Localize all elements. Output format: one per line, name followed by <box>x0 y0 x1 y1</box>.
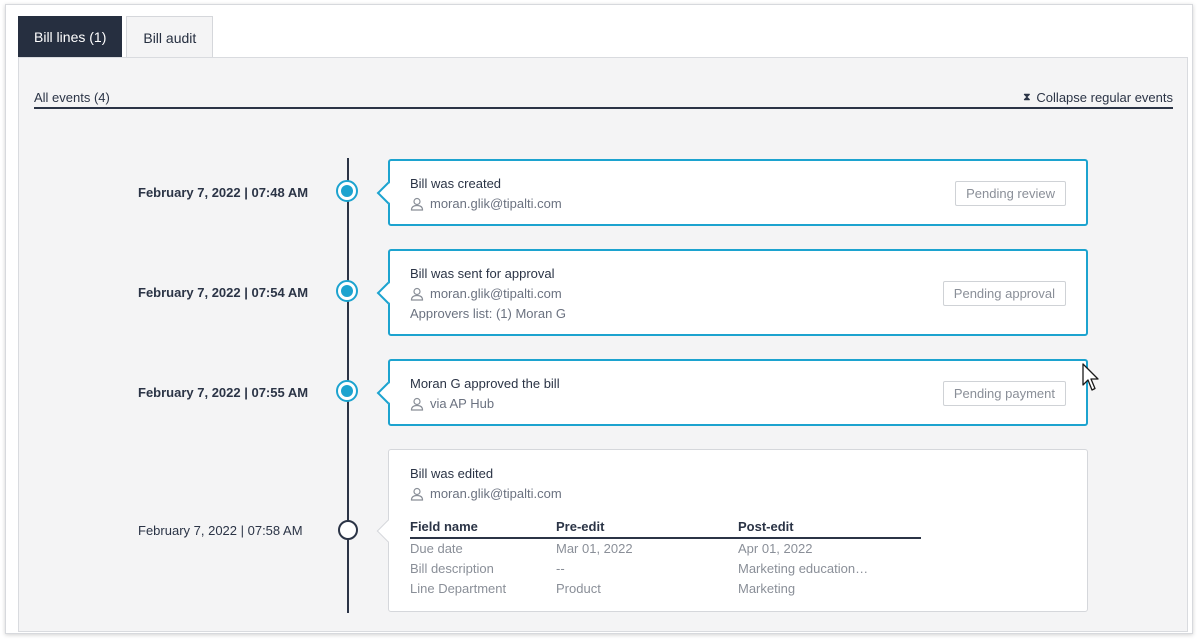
event-user-email: moran.glik@tipalti.com <box>430 196 562 211</box>
event-via: via AP Hub <box>430 396 495 411</box>
timeline-dot-inactive <box>338 520 358 540</box>
collapse-label: Collapse regular events <box>1036 90 1173 105</box>
table-row: Due date Mar 01, 2022 Apr 01, 2022 <box>410 539 921 559</box>
all-events-filter[interactable]: All events (4) <box>34 90 110 105</box>
status-badge: Pending payment <box>942 381 1066 406</box>
cell-post: Marketing education… <box>738 561 869 576</box>
event-user-email: moran.glik@tipalti.com <box>430 286 562 301</box>
event-user-email: moran.glik@tipalti.com <box>430 486 562 501</box>
table-header: Field name Pre-edit Post-edit <box>410 519 921 539</box>
user-icon <box>410 287 424 301</box>
mouse-cursor-icon <box>1082 363 1099 391</box>
event-date: February 7, 2022 | 07:54 AM <box>138 285 309 300</box>
timeline-dot-active <box>336 380 358 402</box>
table-row: Bill description -- Marketing education… <box>410 559 921 579</box>
event-title: Bill was edited <box>410 466 494 481</box>
table-row: Line Department Product Marketing <box>410 579 921 599</box>
event-card: Bill was edited moran.glik@tipalti.com F… <box>376 449 1088 612</box>
collapse-regular-events-button[interactable]: ⧗ Collapse regular events <box>1023 90 1173 105</box>
tab-bill-audit[interactable]: Bill audit <box>126 16 214 58</box>
user-icon <box>410 397 424 411</box>
approvers-list: Approvers list: (1) Moran G <box>410 306 567 321</box>
cell-pre: -- <box>556 561 565 576</box>
status-badge: Pending review <box>955 181 1066 206</box>
event-title: Bill was sent for approval <box>410 266 555 281</box>
header-post-edit: Post-edit <box>738 519 794 534</box>
event-date: February 7, 2022 | 07:48 AM <box>138 185 309 200</box>
cell-field: Due date <box>410 541 463 556</box>
event-title: Moran G approved the bill <box>410 376 560 391</box>
cell-field: Line Department <box>410 581 507 596</box>
event-card: Bill was created moran.glik@tipalti.com … <box>376 159 1088 226</box>
hourglass-icon: ⧗ <box>1023 92 1031 103</box>
cell-pre: Mar 01, 2022 <box>556 541 633 556</box>
header-pre-edit: Pre-edit <box>556 519 605 534</box>
event-user: moran.glik@tipalti.com <box>410 286 562 301</box>
cell-post: Apr 01, 2022 <box>738 541 813 556</box>
cell-pre: Product <box>556 581 601 596</box>
timeline-dot-active <box>336 280 358 302</box>
event-user: via AP Hub <box>410 396 494 411</box>
edit-details-table: Field name Pre-edit Post-edit Due date M… <box>410 519 921 599</box>
event-user: moran.glik@tipalti.com <box>410 486 562 501</box>
header-field-name: Field name <box>410 519 478 534</box>
event-user: moran.glik@tipalti.com <box>410 196 562 211</box>
status-badge: Pending approval <box>942 281 1066 306</box>
tab-bill-lines[interactable]: Bill lines (1) <box>18 16 123 58</box>
cell-post: Marketing <box>738 581 796 596</box>
user-icon <box>410 487 424 501</box>
event-card: Moran G approved the bill via AP Hub Pen… <box>376 359 1088 426</box>
timeline-dot-active <box>336 180 358 202</box>
cell-field: Bill description <box>410 561 494 576</box>
event-date: February 7, 2022 | 07:55 AM <box>138 385 309 400</box>
event-title: Bill was created <box>410 176 502 191</box>
event-card: Bill was sent for approval moran.glik@ti… <box>376 249 1088 336</box>
tab-bar: Bill lines (1) Bill audit <box>18 16 214 58</box>
event-date: February 7, 2022 | 07:58 AM <box>138 523 303 538</box>
user-icon <box>410 197 424 211</box>
filter-row: All events (4) ⧗ Collapse regular events <box>34 88 1173 109</box>
